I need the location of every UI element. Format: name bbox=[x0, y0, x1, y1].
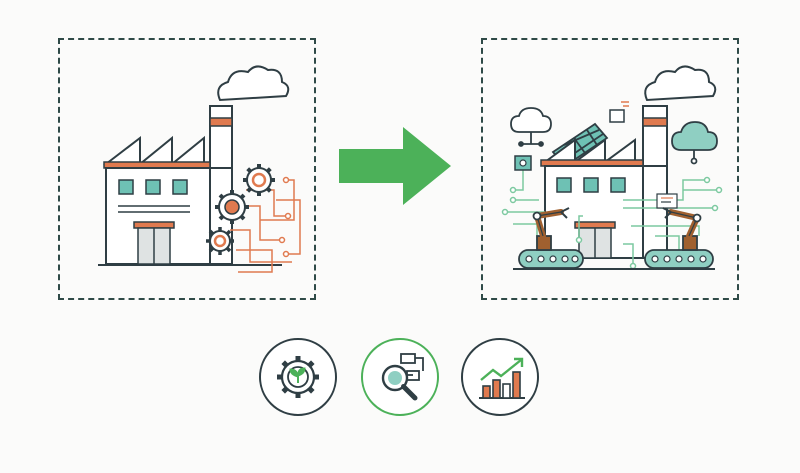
circuit-lines bbox=[230, 176, 301, 273]
traditional-factory-illustration bbox=[98, 65, 301, 273]
sustainability-gear-icon bbox=[259, 338, 337, 416]
smoke-cloud-icon bbox=[644, 65, 717, 102]
document-icon bbox=[656, 193, 678, 209]
smart-factory-illustration bbox=[501, 65, 723, 270]
gear-icon bbox=[243, 164, 275, 196]
signal-icon bbox=[609, 101, 629, 123]
gear-icon bbox=[206, 227, 234, 255]
smoke-cloud-icon bbox=[217, 65, 290, 102]
analytics-search-icon bbox=[361, 338, 439, 416]
chimney-icon bbox=[209, 105, 233, 185]
robot-arm-icon bbox=[644, 207, 714, 269]
cloud-icon bbox=[671, 121, 718, 165]
robot-arm-icon bbox=[518, 207, 584, 269]
transition-arrow-icon bbox=[339, 127, 451, 205]
factory-roof-icon bbox=[541, 138, 636, 164]
sensor-icon bbox=[514, 155, 532, 171]
factory-roof-icon bbox=[103, 135, 205, 167]
cloud-icon bbox=[510, 107, 552, 147]
factory-icon bbox=[105, 167, 233, 265]
smart-factory-panel bbox=[481, 38, 739, 300]
gear-icon bbox=[215, 190, 249, 224]
growth-chart-icon bbox=[461, 338, 539, 416]
traditional-factory-panel bbox=[58, 38, 316, 300]
circuit-lines bbox=[501, 162, 723, 270]
